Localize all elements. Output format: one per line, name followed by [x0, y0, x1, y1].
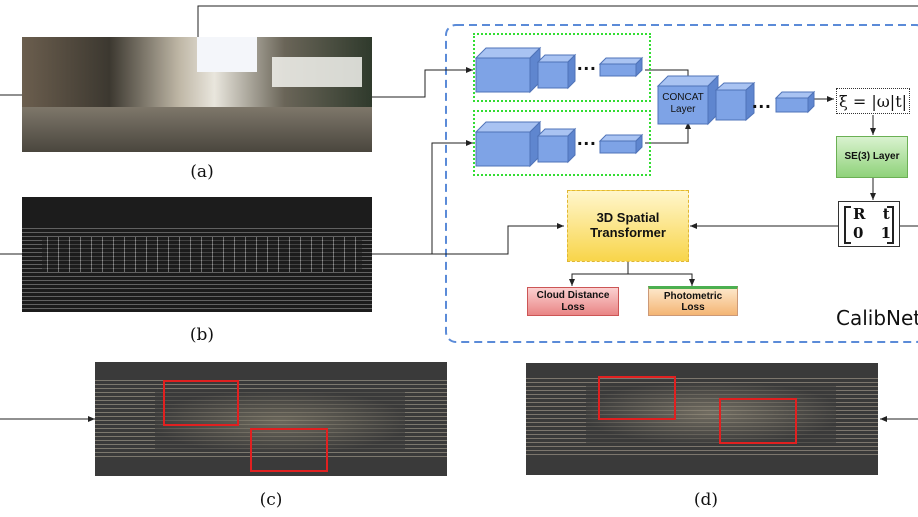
- caption-d: (d): [693, 490, 719, 510]
- highlight-box: [163, 380, 239, 426]
- ellipsis: ...: [577, 128, 597, 150]
- lidar-depth-map: [22, 197, 372, 312]
- highlight-box: [719, 398, 797, 444]
- point-cloud-d: [526, 363, 878, 475]
- rgb-branch-frame: [473, 33, 651, 102]
- spatial-transformer: 3D Spatial Transformer: [567, 190, 689, 262]
- point-cloud-c: [95, 362, 447, 476]
- highlight-box: [598, 376, 676, 420]
- ellipsis: ...: [752, 91, 772, 113]
- matrix-row-1: R t: [853, 205, 896, 223]
- xi-vector: ξ = |ω|t|: [836, 88, 910, 114]
- calibnet-label: CalibNet: [836, 306, 918, 330]
- concat-layer-label: CONCAT Layer: [662, 92, 704, 115]
- se3-layer: SE(3) Layer: [836, 136, 908, 178]
- ellipsis: ...: [577, 53, 597, 75]
- calibnet-boundary: [445, 24, 918, 343]
- cloud-distance-loss: Cloud Distance Loss: [527, 287, 619, 316]
- caption-c: (c): [259, 490, 283, 510]
- caption-b: (b): [189, 325, 215, 345]
- caption-a: (a): [190, 162, 214, 182]
- matrix-row-2: 0 1: [853, 224, 898, 242]
- depth-branch-frame: [473, 110, 651, 176]
- highlight-box: [250, 428, 328, 472]
- transform-matrix: R t 0 1: [838, 201, 900, 247]
- photometric-loss: Photometric Loss: [648, 286, 738, 316]
- rgb-image: [22, 37, 372, 152]
